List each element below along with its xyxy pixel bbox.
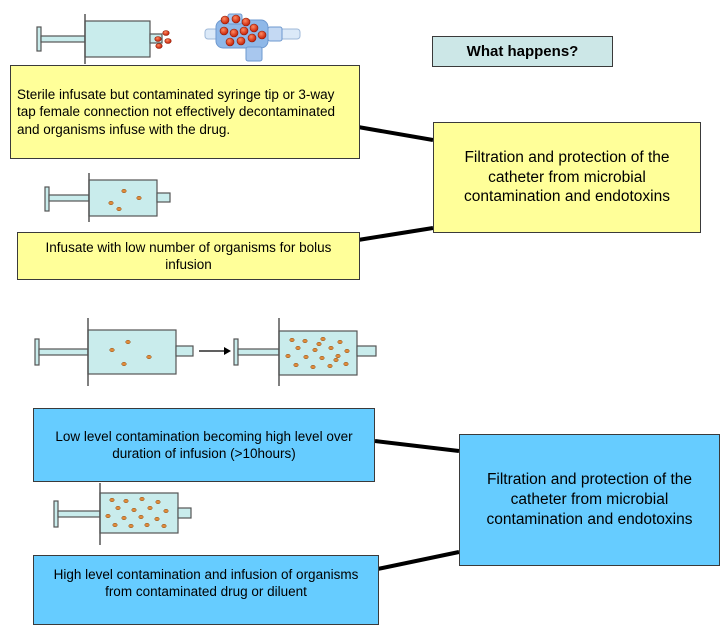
- filtration-result-text-yellow: Filtration and protection of the cathete…: [464, 148, 670, 206]
- syringe-icon: [34, 318, 194, 386]
- contaminated-tip-box: Sterile infusate but contaminated syring…: [10, 65, 360, 159]
- low-to-high-contamination-box: Low level contamination becoming high le…: [33, 408, 375, 482]
- filtration-result-box-yellow: Filtration and protection of the cathete…: [433, 122, 701, 233]
- syringe-icon: [233, 318, 377, 386]
- organism-dots: [285, 337, 350, 369]
- organism-cluster: [154, 30, 172, 49]
- arrow-right-icon: [199, 347, 231, 355]
- connector-line: [357, 125, 434, 142]
- filtration-result-text-blue: Filtration and protection of the cathete…: [486, 471, 693, 528]
- organism-dots: [108, 189, 142, 211]
- filtration-result-box-blue: Filtration and protection of the cathete…: [459, 434, 720, 566]
- contaminated-tip-text: Sterile infusate but contaminated syring…: [17, 87, 335, 137]
- connector-lines: [357, 125, 460, 573]
- syringe-icon: [36, 14, 163, 64]
- syringe-icon: [44, 173, 171, 222]
- connector-line: [367, 550, 460, 573]
- high-contamination-box: High level contamination and infusion of…: [33, 555, 379, 625]
- low-organisms-box: Infusate with low number of organisms fo…: [17, 232, 360, 280]
- syringe-icon: [53, 483, 192, 545]
- connector-line: [374, 439, 460, 453]
- low-organisms-text: Infusate with low number of organisms fo…: [45, 239, 332, 272]
- organism-dots: [109, 339, 152, 367]
- header-title: What happens?: [466, 42, 579, 60]
- high-contamination-text: High level contamination and infusion of…: [53, 567, 359, 600]
- three-way-tap-icon: [204, 13, 301, 62]
- what-happens-header: What happens?: [432, 36, 613, 67]
- low-to-high-contamination-text: Low level contamination becoming high le…: [55, 428, 353, 461]
- connector-line: [357, 226, 434, 242]
- organism-dots: [105, 497, 169, 528]
